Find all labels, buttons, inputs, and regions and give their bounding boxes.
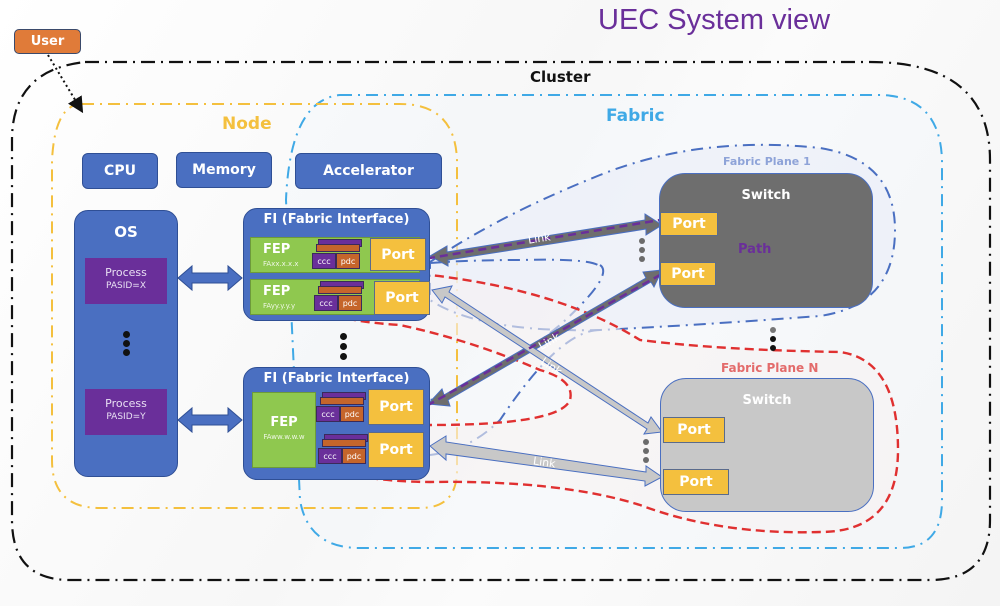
ellipsis-dot bbox=[639, 256, 645, 262]
ccc-block: ccc bbox=[318, 448, 342, 464]
fabric-plane-1-label: Fabric Plane 1 bbox=[723, 155, 811, 168]
user-box[interactable]: User bbox=[14, 29, 81, 54]
ellipsis-dot bbox=[340, 353, 347, 360]
page-title: UEC System view bbox=[598, 4, 831, 36]
accelerator-box[interactable]: Accelerator bbox=[295, 153, 442, 189]
fi-label: FI (Fabric Interface) bbox=[263, 212, 410, 227]
os-fi-arrow-bottom bbox=[177, 406, 243, 434]
node-boundary bbox=[51, 103, 458, 509]
process-label: Process bbox=[105, 397, 147, 410]
ellipsis-dot bbox=[123, 349, 130, 356]
fi2-port-1[interactable]: Port bbox=[368, 389, 424, 425]
fep-label: FEP bbox=[263, 284, 291, 299]
ccc-pdc-stack: ccc pdc bbox=[312, 239, 364, 269]
fabric-interface-1[interactable]: FI (Fabric Interface) FEP FAxx.x.x.x FEP… bbox=[243, 208, 430, 321]
path-label: Path bbox=[738, 242, 772, 257]
fabric-plane-1-loop-2 bbox=[429, 258, 601, 269]
fep-address: FAww.w.w.w bbox=[263, 433, 305, 441]
ellipsis-dot bbox=[643, 457, 649, 463]
process-x[interactable]: Process PASID=X bbox=[85, 258, 167, 304]
ccc-pdc-stack: ccc pdc bbox=[316, 392, 368, 422]
ccc-block: ccc bbox=[312, 253, 336, 269]
ellipsis-dot bbox=[770, 327, 776, 333]
switch-label: Switch bbox=[742, 393, 792, 408]
fep-address: FAyy.y.y.y bbox=[263, 302, 296, 310]
os-label: OS bbox=[114, 223, 138, 241]
fep-label: FEP bbox=[270, 415, 298, 430]
ellipsis-dot bbox=[643, 448, 649, 454]
switchn-port-1[interactable]: Port bbox=[663, 417, 725, 443]
fabric-plane-n-label: Fabric Plane N bbox=[721, 361, 819, 375]
cluster-boundary bbox=[10, 60, 992, 582]
fi2-port-2[interactable]: Port bbox=[368, 432, 424, 468]
ccc-pdc-stack: ccc pdc bbox=[314, 281, 366, 311]
switch-plane-n[interactable]: Switch Port Port bbox=[660, 378, 874, 512]
fep-address: FAxx.x.x.x bbox=[263, 260, 299, 268]
ellipsis-dot bbox=[639, 238, 645, 244]
os-box[interactable]: OS Process PASID=X Process PASID=Y bbox=[74, 210, 178, 477]
user-arrow bbox=[47, 54, 84, 114]
switch-label: Switch bbox=[741, 188, 791, 203]
ellipsis-dot bbox=[340, 343, 347, 350]
stack-layer bbox=[320, 397, 364, 405]
fi-label: FI (Fabric Interface) bbox=[263, 371, 410, 386]
process-pasid: PASID=Y bbox=[106, 412, 146, 422]
fabric-label: Fabric bbox=[606, 106, 665, 126]
fabric-interface-2[interactable]: FI (Fabric Interface) FEP FAww.w.w.w ccc… bbox=[243, 367, 430, 480]
pdc-block: pdc bbox=[338, 295, 362, 311]
fep-label: FEP bbox=[263, 242, 291, 257]
cpu-box[interactable]: CPU bbox=[82, 153, 158, 189]
process-label: Process bbox=[105, 266, 147, 279]
ellipsis-dot bbox=[643, 439, 649, 445]
stack-layer bbox=[322, 439, 366, 447]
ellipsis-dot bbox=[123, 340, 130, 347]
cluster-label: Cluster bbox=[530, 68, 591, 86]
process-y[interactable]: Process PASID=Y bbox=[85, 389, 167, 435]
stack-layer bbox=[316, 244, 360, 252]
ellipsis-dot bbox=[340, 333, 347, 340]
os-fi-arrow-top bbox=[177, 264, 243, 292]
ellipsis-dot bbox=[123, 331, 130, 338]
switch-plane-1[interactable]: Switch Port Port Path bbox=[659, 173, 873, 308]
ccc-block: ccc bbox=[314, 295, 338, 311]
ellipsis-dot bbox=[639, 247, 645, 253]
switchn-port-2[interactable]: Port bbox=[663, 469, 729, 495]
ccc-pdc-stack: ccc pdc bbox=[318, 434, 370, 464]
switch1-port-1[interactable]: Port bbox=[660, 212, 718, 236]
stack-layer bbox=[318, 286, 362, 294]
ccc-block: ccc bbox=[316, 406, 340, 422]
pdc-block: pdc bbox=[336, 253, 360, 269]
fep-w[interactable]: FEP FAww.w.w.w bbox=[252, 392, 316, 468]
memory-box[interactable]: Memory bbox=[176, 152, 272, 188]
ellipsis-dot bbox=[770, 345, 776, 351]
pdc-block: pdc bbox=[342, 448, 366, 464]
fi1-port-1[interactable]: Port bbox=[370, 238, 426, 271]
fi1-port-2[interactable]: Port bbox=[374, 281, 430, 315]
pdc-block: pdc bbox=[340, 406, 364, 422]
switch1-port-2[interactable]: Port bbox=[660, 262, 716, 286]
ellipsis-dot bbox=[770, 336, 776, 342]
node-label: Node bbox=[222, 114, 272, 134]
process-pasid: PASID=X bbox=[105, 281, 146, 291]
